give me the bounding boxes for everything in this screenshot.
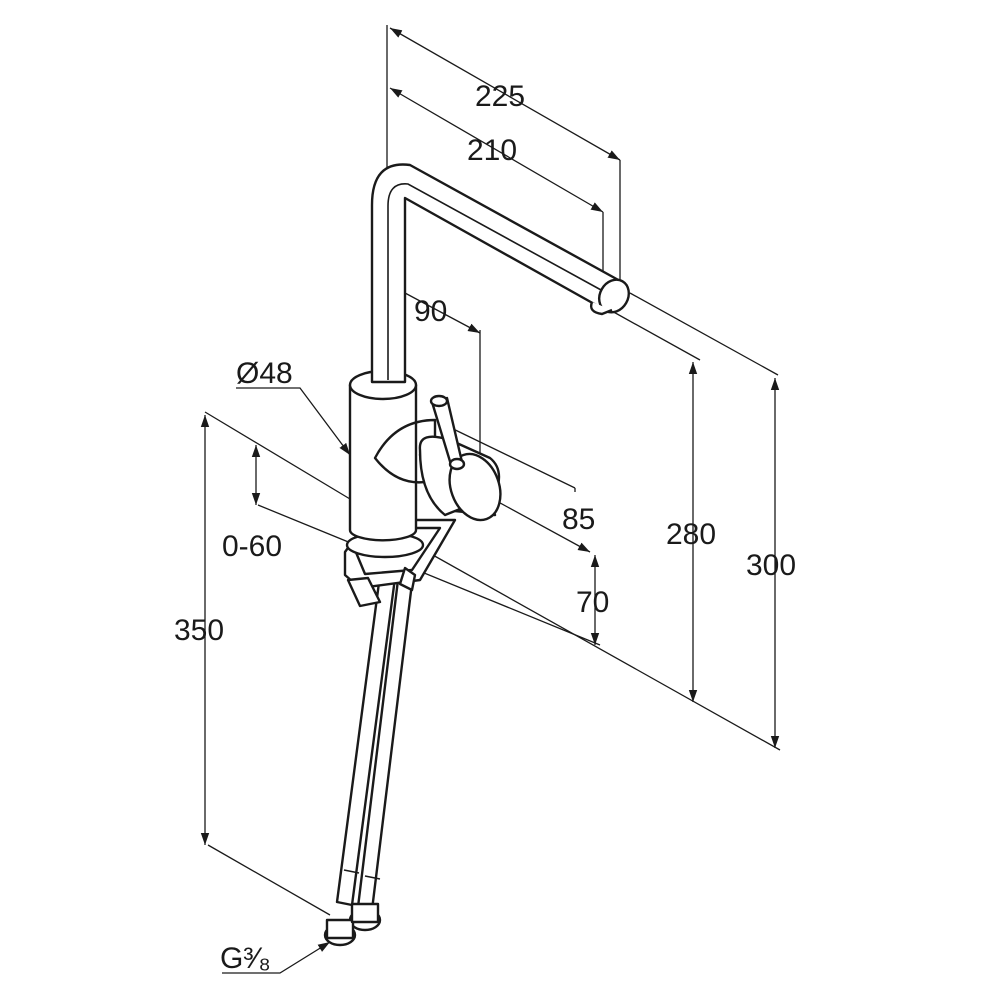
spout — [370, 163, 631, 384]
dim-210-line — [389, 87, 604, 213]
dim-300-label: 300 — [746, 549, 796, 582]
dimension-labels: 225 210 90 Ø48 85 280 300 0-60 70 350 G³… — [174, 80, 796, 975]
thread-size-label: G³⁄₈ — [220, 942, 271, 975]
supply-hoses — [323, 573, 414, 947]
dim-280-label: 280 — [666, 518, 716, 551]
dim-70-label: 70 — [576, 586, 609, 619]
extension-lines — [204, 25, 781, 916]
faucet — [323, 163, 631, 947]
dim-210-label: 210 — [467, 134, 517, 167]
dim-350-label: 350 — [174, 614, 224, 647]
lever-handle — [418, 394, 502, 522]
dim-d48-leader — [236, 387, 351, 456]
dim-225-label: 225 — [475, 80, 525, 113]
dim-0-60-label: 0-60 — [222, 530, 282, 563]
dim-d48-label: Ø48 — [236, 357, 293, 390]
dimension-lines — [200, 27, 780, 974]
dim-90-label: 90 — [414, 295, 447, 328]
dim-thread-leader — [222, 941, 331, 974]
dim-85-label: 85 — [562, 503, 595, 536]
